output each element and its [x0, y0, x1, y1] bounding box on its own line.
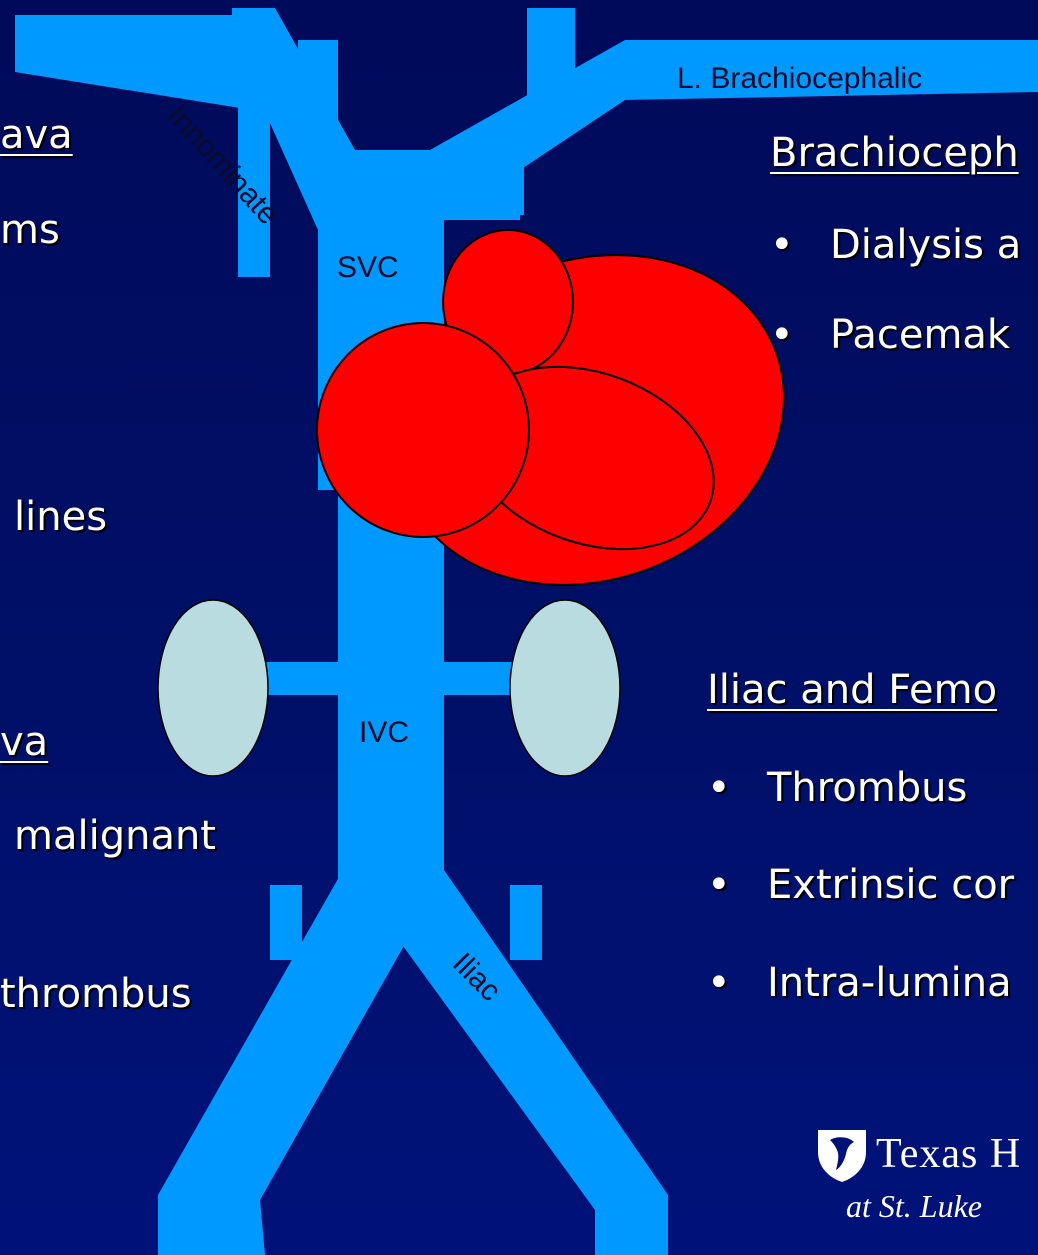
- texas-heart-logo: Texas H at St. Luke: [808, 1110, 1038, 1255]
- heart-atrium-right: [317, 323, 529, 537]
- svc-label: SVC: [337, 253, 399, 283]
- left-iliac-branch: [270, 885, 302, 960]
- logo-subtitle: at St. Luke: [846, 1188, 982, 1225]
- left-text-line-1: ms: [0, 210, 60, 250]
- right-heading-iliac-femoral: Iliac and Femo: [707, 670, 997, 710]
- right-kidney: [510, 600, 620, 776]
- left-heading-1: ava: [0, 115, 73, 155]
- ivc-label: IVC: [359, 718, 409, 748]
- right-bullet-1-1: Dialysis a: [830, 225, 1021, 265]
- logo-name: Texas H: [876, 1130, 1021, 1178]
- l-brachiocephalic-branch-down: [494, 150, 524, 215]
- bullet-3: •: [707, 768, 731, 808]
- right-bullet-2-2: Extrinsic cor: [767, 865, 1014, 905]
- innominate-vessel: [15, 8, 440, 230]
- left-heading-2: va: [0, 722, 48, 762]
- left-kidney: [158, 600, 268, 776]
- left-text-line-4: thrombus: [0, 974, 192, 1014]
- bullet-2: •: [770, 315, 794, 355]
- bullet-5: •: [707, 963, 731, 1003]
- texas-heart-shield-icon: [814, 1124, 870, 1184]
- l-brachiocephalic-branch-top: [527, 8, 575, 123]
- right-bullet-2-3: Intra-lumina: [767, 963, 1012, 1003]
- innominate-branch-top: [298, 40, 338, 130]
- left-text-line-3: malignant: [14, 816, 216, 856]
- l-brachiocephalic-label: L. Brachiocephalic: [677, 64, 922, 94]
- bullet-4: •: [707, 865, 731, 905]
- right-bullet-2-1: Thrombus: [767, 768, 967, 808]
- left-text-line-2: lines: [14, 497, 107, 537]
- right-iliac-branch: [510, 885, 542, 960]
- right-heading-brachiocephalic: Brachioceph: [770, 133, 1019, 173]
- bullet-1: •: [770, 225, 794, 265]
- right-bullet-1-2: Pacemak: [830, 315, 1010, 355]
